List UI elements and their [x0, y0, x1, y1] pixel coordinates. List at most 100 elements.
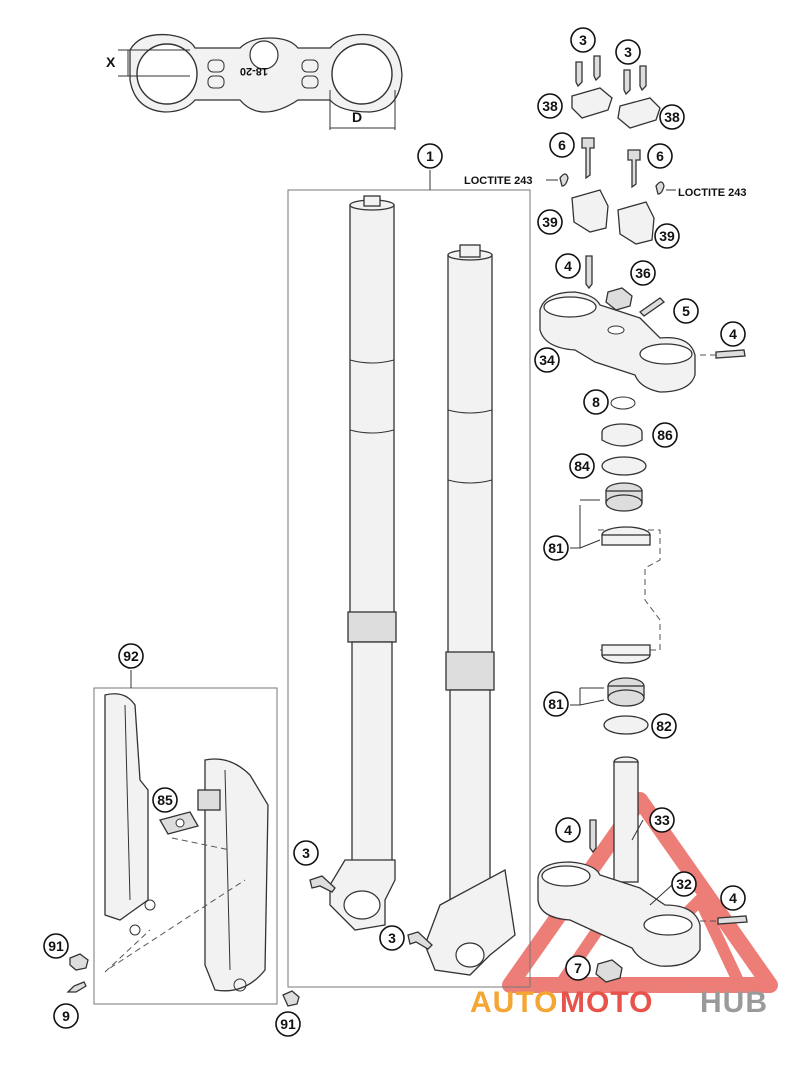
screw-right-axle	[407, 931, 433, 950]
callout-36: 36	[630, 260, 656, 286]
triple-clamp-top-view: 18-20 X D	[106, 33, 403, 130]
callout-3-top-right: 3	[615, 39, 641, 65]
svg-text:81: 81	[548, 696, 564, 712]
fork-protector-right	[197, 758, 269, 992]
svg-text:6: 6	[656, 148, 664, 164]
screw-4-top	[585, 255, 593, 290]
handlebar-clamp-lower-right	[617, 201, 655, 245]
loctite-drop-left	[559, 173, 569, 187]
steering-stem	[613, 756, 639, 883]
svg-text:3: 3	[579, 32, 587, 48]
svg-text:5: 5	[682, 303, 690, 319]
svg-text:91: 91	[48, 938, 64, 954]
callout-6-right: 6	[647, 143, 673, 169]
svg-text:8: 8	[592, 394, 600, 410]
screw-left-axle	[309, 875, 336, 893]
loctite-label-right: LOCTITE 243	[678, 187, 746, 199]
screws-top	[575, 55, 647, 96]
svg-text:4: 4	[729, 326, 737, 342]
svg-text:38: 38	[542, 98, 558, 114]
callout-38-right: 38	[659, 104, 685, 130]
callout-4-clamp: 4	[720, 321, 746, 347]
svg-text:4: 4	[729, 890, 737, 906]
seal-82	[603, 715, 649, 735]
svg-text:39: 39	[659, 228, 675, 244]
lower-triple-clamp	[537, 861, 701, 967]
loctite-label-left: LOCTITE 243	[464, 175, 532, 187]
nut-36	[605, 287, 633, 311]
callout-1: 1	[417, 143, 443, 169]
svg-text:38: 38	[664, 109, 680, 125]
nut-7	[595, 959, 623, 983]
steering-head	[598, 526, 661, 664]
bearing-81-upper	[605, 482, 643, 512]
dimension-x-label: X	[106, 54, 116, 70]
callout-8: 8	[583, 389, 609, 415]
bearing-81-lower	[607, 677, 645, 707]
loctite-drop-right	[655, 181, 665, 195]
callout-84: 84	[569, 453, 595, 479]
callout-4-stem: 4	[555, 817, 581, 843]
svg-text:6: 6	[558, 137, 566, 153]
callout-92: 92	[118, 643, 144, 669]
svg-text:81: 81	[548, 540, 564, 556]
callout-32: 32	[671, 871, 697, 897]
svg-text:4: 4	[564, 822, 572, 838]
callout-4-lower: 4	[720, 885, 746, 911]
svg-text:39: 39	[542, 214, 558, 230]
callout-4-top: 4	[555, 253, 581, 279]
svg-text:92: 92	[123, 648, 139, 664]
bolt-6-right	[627, 149, 641, 189]
svg-text:33: 33	[654, 812, 670, 828]
svg-text:91: 91	[280, 1016, 296, 1032]
screw-4-stem	[589, 819, 597, 854]
protector-clip	[159, 811, 199, 835]
svg-text:1: 1	[426, 148, 434, 164]
callout-34: 34	[534, 347, 560, 373]
watermark-part-hub: HUB	[700, 986, 768, 1019]
fork-protector-left	[104, 693, 156, 936]
svg-text:36: 36	[635, 265, 651, 281]
callout-39-right: 39	[654, 223, 680, 249]
leader-lines	[570, 499, 673, 906]
callout-6-left: 6	[549, 132, 575, 158]
callout-91-bottom: 91	[275, 1011, 301, 1037]
watermark-part-moto: MOTO	[560, 986, 653, 1019]
callout-3-left-leg: 3	[293, 840, 319, 866]
fork-assembly-frame	[287, 189, 531, 988]
svg-text:34: 34	[539, 352, 555, 368]
handlebar-clamp-top-left	[571, 87, 613, 119]
callout-39-left: 39	[537, 209, 563, 235]
upper-triple-clamp	[539, 291, 696, 393]
svg-text:9: 9	[62, 1008, 70, 1024]
screw-5	[638, 297, 666, 317]
callout-85: 85	[152, 787, 178, 813]
fork-protector-frame	[93, 687, 278, 1005]
callout-7: 7	[565, 955, 591, 981]
nut-91-left	[69, 953, 89, 971]
svg-text:3: 3	[624, 44, 632, 60]
svg-text:32: 32	[676, 876, 692, 892]
svg-text:3: 3	[302, 845, 310, 861]
bolt-6-left	[581, 137, 595, 180]
callout-3-right-leg: 3	[379, 925, 405, 951]
screw-9	[66, 981, 87, 993]
screw-4-clamp	[715, 349, 746, 359]
watermark-wordmark: AUTO MOTO HUB	[470, 986, 768, 1019]
dimension-d-label: D	[352, 109, 362, 125]
callout-3-top-left: 3	[570, 27, 596, 53]
callout-91-left: 91	[43, 933, 69, 959]
handlebar-clamp-top-right	[617, 97, 661, 129]
svg-text:7: 7	[574, 960, 582, 976]
svg-text:3: 3	[388, 930, 396, 946]
svg-text:84: 84	[574, 458, 590, 474]
callout-81-upper: 81	[543, 535, 569, 561]
handlebar-clamp-lower-left	[571, 189, 609, 233]
svg-text:85: 85	[157, 792, 173, 808]
seal-ring-84	[601, 456, 647, 476]
svg-text:86: 86	[657, 427, 673, 443]
watermark-part-auto: AUTO	[470, 986, 558, 1019]
callout-33: 33	[649, 807, 675, 833]
callout-5: 5	[673, 298, 699, 324]
